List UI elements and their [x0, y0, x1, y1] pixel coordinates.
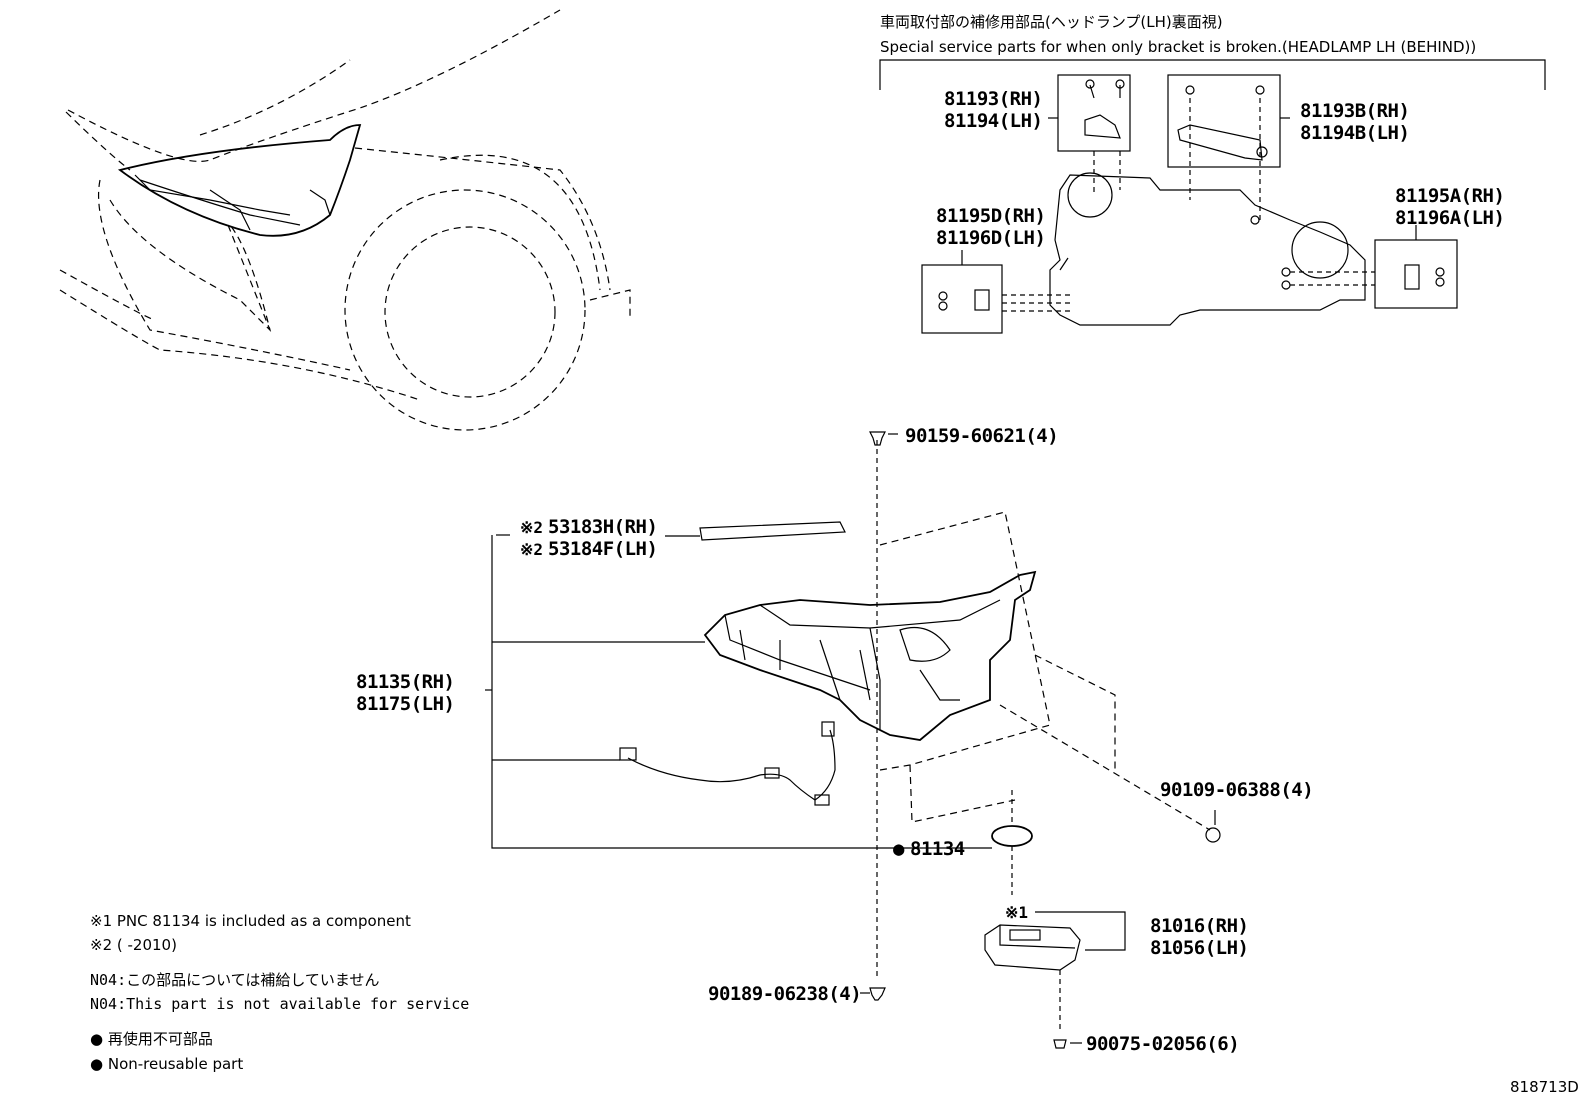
cover-strip — [699, 521, 846, 541]
bracket-box-81193 — [1057, 74, 1131, 152]
legend-en: ● Non-reusable part — [90, 1055, 243, 1073]
label-computer-mark: ※1 — [1005, 903, 1028, 922]
gasket-ring — [991, 825, 1033, 847]
bracket-box-81195a — [1374, 239, 1458, 309]
header-japanese: 車両取付部の補修用部品(ヘッドランプ(LH)裏面視) — [880, 13, 1223, 31]
label-81195a-rh: 81195A(RH) — [1395, 185, 1504, 207]
headlamp-back-view — [921, 74, 1458, 334]
header-english: Special service parts for when only brac… — [880, 38, 1476, 56]
bolt-top-icon — [869, 431, 886, 446]
bracket-box-81195d — [921, 264, 1003, 334]
label-81194b-lh: 81194B(LH) — [1300, 122, 1409, 144]
label-cover-rh: 53183H(RH) — [548, 516, 657, 538]
label-81196d-lh: 81196D(LH) — [936, 227, 1045, 249]
bolt-bottom-icon — [869, 987, 886, 1001]
label-headlamp-lh: 81175(LH) — [356, 693, 454, 715]
label-81193b-rh: 81193B(RH) — [1300, 100, 1409, 122]
label-81195d-rh: 81195D(RH) — [936, 205, 1045, 227]
label-cover-mark-lh: ※2 — [520, 540, 543, 559]
label-cover-lh: 53184F(LH) — [548, 538, 657, 560]
label-cover-mark-rh: ※2 — [520, 518, 543, 537]
car-front-illustration — [59, 9, 631, 431]
label-screw-bottom: 90075-02056(6) — [1086, 1033, 1239, 1055]
label-bolt-top: 90159-60621(4) — [905, 425, 1058, 447]
label-81194-lh: 81194(LH) — [944, 110, 1042, 132]
note-n04-jp: N04:この部品については補給していません — [90, 971, 379, 989]
label-computer-rh: 81016(RH) — [1150, 915, 1248, 937]
label-gasket-mark: ● — [893, 838, 905, 860]
note-1: ※1 PNC 81134 is included as a component — [90, 912, 411, 930]
bracket-box-81193b — [1167, 74, 1281, 168]
headlamp-assembly-drawing — [485, 431, 1221, 1049]
figure-id: 818713D — [1510, 1078, 1579, 1096]
label-81193-rh: 81193(RH) — [944, 88, 1042, 110]
note-n04-en: N04:This part is not available for servi… — [90, 995, 469, 1013]
label-headlamp-rh: 81135(RH) — [356, 671, 454, 693]
screw-bottom-icon — [1053, 1039, 1067, 1049]
ballast-computer — [984, 924, 1081, 971]
label-gasket: 81134 — [910, 838, 965, 860]
note-2: ※2 ( -2010) — [90, 936, 177, 954]
header-bracket-line — [879, 59, 1546, 90]
label-bolt-bottom: 90189-06238(4) — [708, 983, 861, 1005]
label-screw-right: 90109-06388(4) — [1160, 779, 1313, 801]
screw-right-icon — [1205, 827, 1221, 843]
label-81196a-lh: 81196A(LH) — [1395, 207, 1504, 229]
label-computer-lh: 81056(LH) — [1150, 937, 1248, 959]
legend-jp: ● 再使用不可部品 — [90, 1030, 213, 1048]
